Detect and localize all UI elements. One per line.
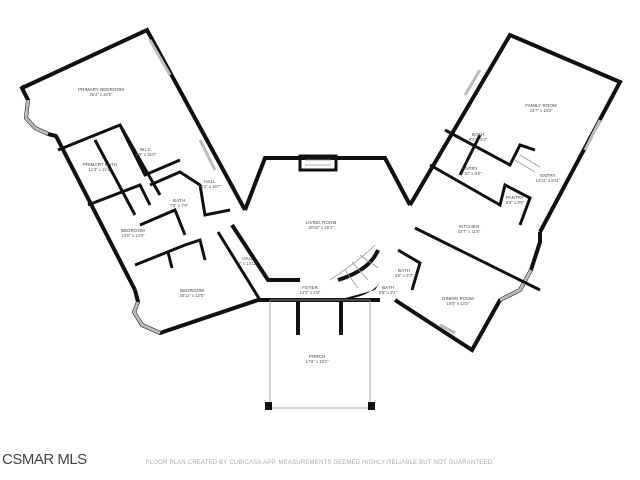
svg-text:BATH: BATH: [398, 268, 410, 273]
svg-text:23'7" x 11'6": 23'7" x 11'6": [458, 229, 481, 234]
svg-text:17'8" x 19'2": 17'8" x 19'2": [306, 359, 329, 364]
svg-text:HALL: HALL: [204, 179, 216, 184]
porch: [265, 299, 375, 410]
svg-text:ENTRY: ENTRY: [462, 166, 478, 171]
svg-text:18'8" x 13'3": 18'8" x 13'3": [447, 301, 470, 306]
svg-text:11'3" x 12'1": 11'3" x 12'1": [89, 167, 112, 172]
svg-text:13'11" x 8'11": 13'11" x 8'11": [536, 178, 561, 183]
svg-text:6'8" x 8'5": 6'8" x 8'5": [506, 200, 525, 205]
svg-text:W.I.C.: W.I.C.: [140, 147, 153, 152]
svg-text:9'3" x 5'3": 9'3" x 5'3": [469, 137, 488, 142]
svg-text:HALL: HALL: [242, 256, 254, 261]
svg-text:13'0" x 13'8": 13'0" x 13'8": [122, 233, 145, 238]
svg-text:PORCH: PORCH: [309, 354, 326, 359]
svg-text:23'7" x 18'8": 23'7" x 18'8": [530, 108, 553, 113]
svg-text:LIVING ROOM: LIVING ROOM: [306, 220, 337, 225]
room-wic: W.I.C.8'0" x 15'0": [136, 147, 157, 157]
svg-text:BEDROOM: BEDROOM: [121, 228, 145, 233]
watermark-logo: CSMAR MLS: [2, 451, 87, 468]
disclaimer-text: FLOOR PLAN CREATED BY CUBICASA APP. MEAS…: [145, 460, 495, 466]
svg-text:7'8" x 7'9": 7'8" x 7'9": [170, 203, 189, 208]
svg-text:13'0" x 4'8": 13'0" x 4'8": [300, 290, 321, 295]
left-wing-walls: [19, 27, 262, 336]
svg-text:20'11" x 13'5": 20'11" x 13'5": [180, 293, 205, 298]
svg-text:8'0" x 15'0": 8'0" x 15'0": [136, 152, 157, 157]
svg-text:12'10" x 8'5": 12'10" x 8'5": [459, 171, 482, 176]
svg-text:30'10" x 20'4": 30'10" x 20'4": [308, 225, 334, 230]
svg-text:PRIMARY BATH: PRIMARY BATH: [83, 162, 117, 167]
svg-text:12'2" x 18'7": 12'2" x 18'7": [199, 184, 222, 189]
svg-text:DINING ROOM: DINING ROOM: [442, 296, 474, 301]
svg-text:KITCHEN: KITCHEN: [459, 224, 479, 229]
svg-text:PRIMARY BEDROOM: PRIMARY BEDROOM: [78, 87, 124, 92]
svg-text:FOYER: FOYER: [302, 285, 319, 290]
svg-text:5'8" x 3'1": 5'8" x 3'1": [379, 290, 398, 295]
svg-text:FAMILY ROOM: FAMILY ROOM: [525, 103, 557, 108]
svg-text:ENTRY: ENTRY: [540, 173, 556, 178]
svg-text:BATH: BATH: [173, 198, 185, 203]
svg-text:BEDROOM: BEDROOM: [180, 288, 204, 293]
svg-text:25'4" x 20'8": 25'4" x 20'8": [90, 92, 113, 97]
svg-text:BATH: BATH: [382, 285, 394, 290]
svg-text:7' x 14'11": 7' x 14'11": [239, 261, 258, 266]
center-walls: [230, 154, 412, 335]
right-wing-walls: [393, 32, 623, 353]
svg-text:PANTRY: PANTRY: [506, 195, 524, 200]
svg-text:4'8" x 4'0": 4'8" x 4'0": [395, 273, 414, 278]
svg-text:BATH: BATH: [472, 132, 484, 137]
